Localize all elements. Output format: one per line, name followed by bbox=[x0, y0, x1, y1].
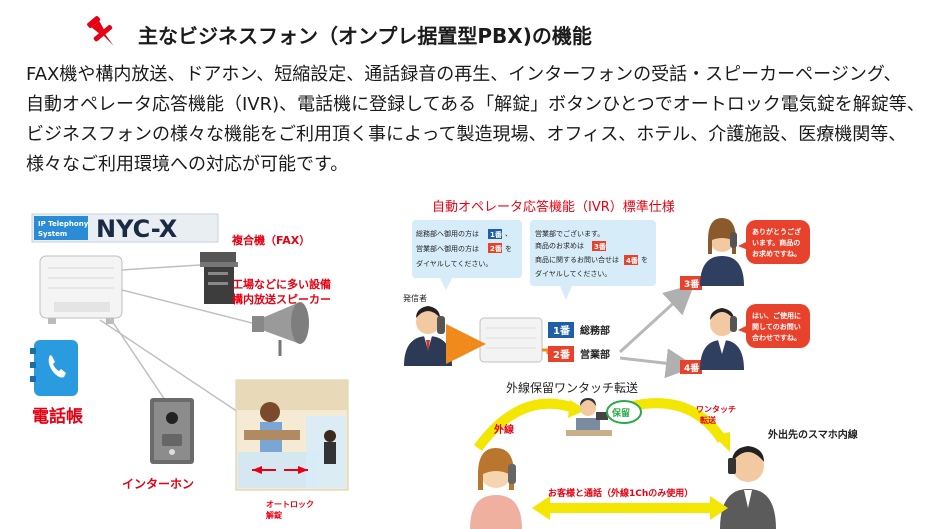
route2-label: 営業部 bbox=[580, 348, 610, 361]
intercom-icon bbox=[150, 398, 194, 464]
logo-big-text: NYC-X bbox=[96, 215, 178, 243]
description: FAX機や構内放送、ドアホン、短縮設定、通話録音の再生、インターフォンの受話・ス… bbox=[26, 60, 926, 180]
outside-line-label: 外線 bbox=[493, 423, 514, 436]
customer-call-arrow bbox=[532, 496, 728, 520]
autolock-label-line1: オートロック bbox=[266, 499, 314, 509]
nyc-x-logo: IP Telephony System NYC-X bbox=[31, 213, 219, 243]
bubble2-badge3: 3番 bbox=[594, 242, 607, 251]
title-area: 主なビジネスフォン（オンプレ据置型PBX)の機能 bbox=[80, 10, 680, 54]
operator-reply-bubble-1: ありがとうござ います。商品の お求めですね。 bbox=[738, 220, 810, 264]
caller-label: 発信者 bbox=[403, 293, 427, 303]
reply2-line1: はい、ご使用に bbox=[752, 311, 801, 320]
bubble2-line4: ダイヤルしてください。 bbox=[535, 269, 611, 278]
route2-badge bbox=[548, 346, 574, 362]
route3-badge bbox=[680, 276, 702, 290]
reply1-line2: います。商品の bbox=[752, 238, 800, 247]
bubble2-line2: 商品のお求めは bbox=[535, 241, 584, 250]
bubble2-line1: 営業部でございます。 bbox=[535, 229, 604, 238]
ivr-title: 自動オペレータ応答機能（IVR）標準仕様 bbox=[432, 199, 675, 215]
connection-lines bbox=[99, 264, 261, 421]
pushpin-icon bbox=[87, 16, 114, 46]
bubble1-badge2: 2番 bbox=[490, 244, 503, 253]
pa-speaker-icon bbox=[252, 302, 309, 356]
description-line: FAX機や構内放送、ドアホン、短縮設定、通話録音の再生、インターフォンの受話・ス… bbox=[26, 64, 902, 85]
hold-label: 保留 bbox=[611, 407, 630, 419]
customer-call-label: お客様と通話（外線1Chのみ使用） bbox=[548, 487, 693, 499]
bubble2-badge4: 4番 bbox=[626, 256, 639, 265]
hold-bubble: 保留 bbox=[606, 400, 642, 424]
onetouch-label-line1: ワンタッチ bbox=[696, 404, 736, 414]
caller-person-icon bbox=[404, 306, 452, 366]
bubble1-line1-post: 、 bbox=[505, 230, 512, 238]
bubble1-line2-post: を bbox=[505, 245, 512, 253]
outside-line-arrow bbox=[473, 398, 576, 451]
office-scene-image bbox=[235, 379, 349, 491]
outside-line-arrowhead bbox=[568, 400, 586, 418]
route1-label: 総務部 bbox=[580, 324, 610, 337]
autolock-label-line2: 解錠 bbox=[266, 510, 283, 520]
bubble2-line3: 商品に関するお問い合せは bbox=[535, 255, 619, 264]
intercom-label: インターホン bbox=[122, 477, 194, 491]
bubble2-line3-post: を bbox=[641, 256, 648, 264]
desk-worker-icon bbox=[566, 398, 612, 436]
fax-label: 複合機（FAX） bbox=[231, 233, 310, 247]
bubble1-line1: 総務部へ御用の方は bbox=[416, 229, 479, 238]
transfer-title: 外線保留ワンタッチ転送 bbox=[506, 380, 638, 395]
route1-badge bbox=[548, 322, 574, 338]
onetouch-label-line2: 転送 bbox=[700, 415, 717, 425]
phonebook-icon bbox=[30, 340, 78, 396]
reply2-line3: 合わせですね。 bbox=[751, 333, 801, 342]
customer-woman-icon bbox=[470, 448, 522, 529]
ivr-pbx-icon bbox=[479, 317, 543, 363]
description-line: 自動オペレータ応答機能（IVR)、電話機に登録してある「解錠」ボタンひとつでオー… bbox=[26, 94, 925, 115]
reply1-line3: お求めですね。 bbox=[752, 249, 801, 258]
operator-woman-icon bbox=[700, 218, 744, 286]
route4-badge bbox=[680, 360, 702, 374]
transfer-arrowhead bbox=[714, 432, 730, 452]
route3-arrow bbox=[618, 283, 695, 354]
logo-small-line1: IP Telephony bbox=[38, 220, 89, 228]
operator-reply-bubble-2: はい、ご使用に 関してのお問い 合わせですね。 bbox=[738, 304, 810, 348]
logo-small-line2: System bbox=[38, 230, 67, 238]
operator-man-icon bbox=[700, 308, 744, 370]
bubble1-badge1: 1番 bbox=[490, 230, 503, 239]
description-line: ビジネスフォンの様々な機能をご利用頂く事によって製造現場、オフィス、ホテル、介護… bbox=[26, 124, 907, 145]
phonebook-label: 電話帳 bbox=[32, 406, 83, 427]
speaker-label-line1: 工場などに多い設備 bbox=[232, 277, 331, 291]
reply1-line1: ありがとうござ bbox=[752, 227, 801, 236]
pbx-branch-line bbox=[542, 348, 550, 354]
smartphone-label: 外出先のスマホ内線 bbox=[767, 428, 858, 441]
page-title: 主なビジネスフォン（オンプレ据置型PBX)の機能 bbox=[138, 24, 592, 48]
ivr-bubble-sales: 営業部でございます。 商品のお求めは 3番 商品に関するお問い合せは 4番 を … bbox=[530, 220, 656, 300]
route1-num: 1番 bbox=[553, 324, 571, 337]
bubble1-line2: 営業部へ御用の方は bbox=[416, 244, 479, 253]
illustration: IP Telephony System NYC-X bbox=[0, 190, 940, 529]
reply2-line2: 関してのお問い bbox=[752, 322, 801, 331]
bubble1-line3: ダイヤルしてください。 bbox=[416, 259, 492, 268]
pbx-unit-icon bbox=[39, 255, 123, 324]
route4-num: 4番 bbox=[684, 362, 700, 374]
route2-num: 2番 bbox=[553, 348, 571, 361]
route4-arrow bbox=[619, 348, 696, 379]
ivr-bubble-menu: 総務部へ御用の方は 1番 、 営業部へ御用の方は 2番 を ダイヤルしてください… bbox=[412, 220, 522, 290]
route3-num: 3番 bbox=[684, 278, 700, 290]
illustration-canvas: IP Telephony System NYC-X bbox=[30, 199, 858, 529]
smartphone-man-icon bbox=[720, 446, 776, 529]
description-line: 様々なご利用環境への対応が可能です。 bbox=[26, 154, 349, 175]
speaker-label-line2: 構内放送スピーカー bbox=[232, 292, 331, 306]
fax-machine-icon bbox=[200, 252, 238, 304]
